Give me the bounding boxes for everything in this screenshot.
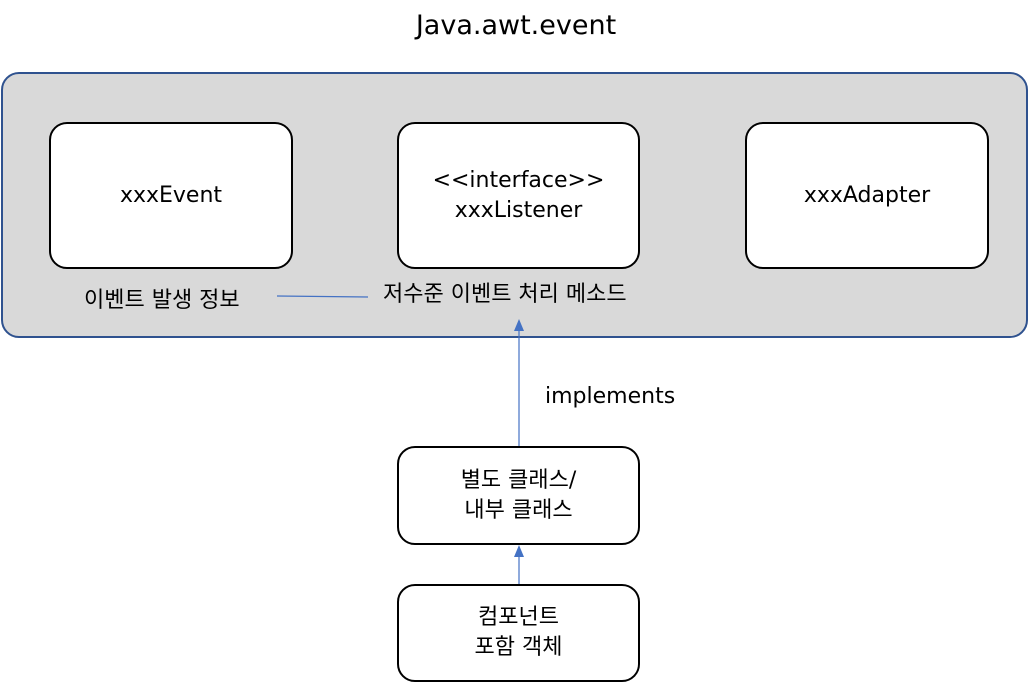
component-box-line1: 컴포넌트 xyxy=(478,605,559,630)
component-box-line2: 포함 객체 xyxy=(474,635,563,660)
separate-inner-class-box: 별도 클래스/ 내부 클래스 xyxy=(397,446,640,545)
implements-arrowhead xyxy=(514,319,524,331)
xxx-adapter-box: xxxAdapter xyxy=(745,122,989,269)
xxx-listener-label: xxxListener xyxy=(454,197,583,223)
xxx-listener-box: <<interface>> xxxListener xyxy=(397,122,640,269)
event-caption: 이벤트 발생 정보 xyxy=(84,288,240,313)
xxx-event-label: xxxEvent xyxy=(119,182,223,208)
interface-stereotype: <<interface>> xyxy=(432,167,605,193)
caption-connector-line xyxy=(276,295,369,298)
listener-caption: 저수준 이벤트 처리 메소드 xyxy=(383,282,627,307)
xxx-adapter-label: xxxAdapter xyxy=(803,182,931,208)
implements-label: implements xyxy=(545,384,676,409)
uses-arrowhead xyxy=(514,545,524,557)
class-box-line2: 내부 클래스 xyxy=(464,497,573,523)
xxx-event-box: xxxEvent xyxy=(49,122,293,269)
package-title: Java.awt.event xyxy=(415,10,617,41)
component-object-box: 컴포넌트 포함 객체 xyxy=(397,584,640,682)
class-box-line1: 별도 클래스/ xyxy=(460,467,577,493)
